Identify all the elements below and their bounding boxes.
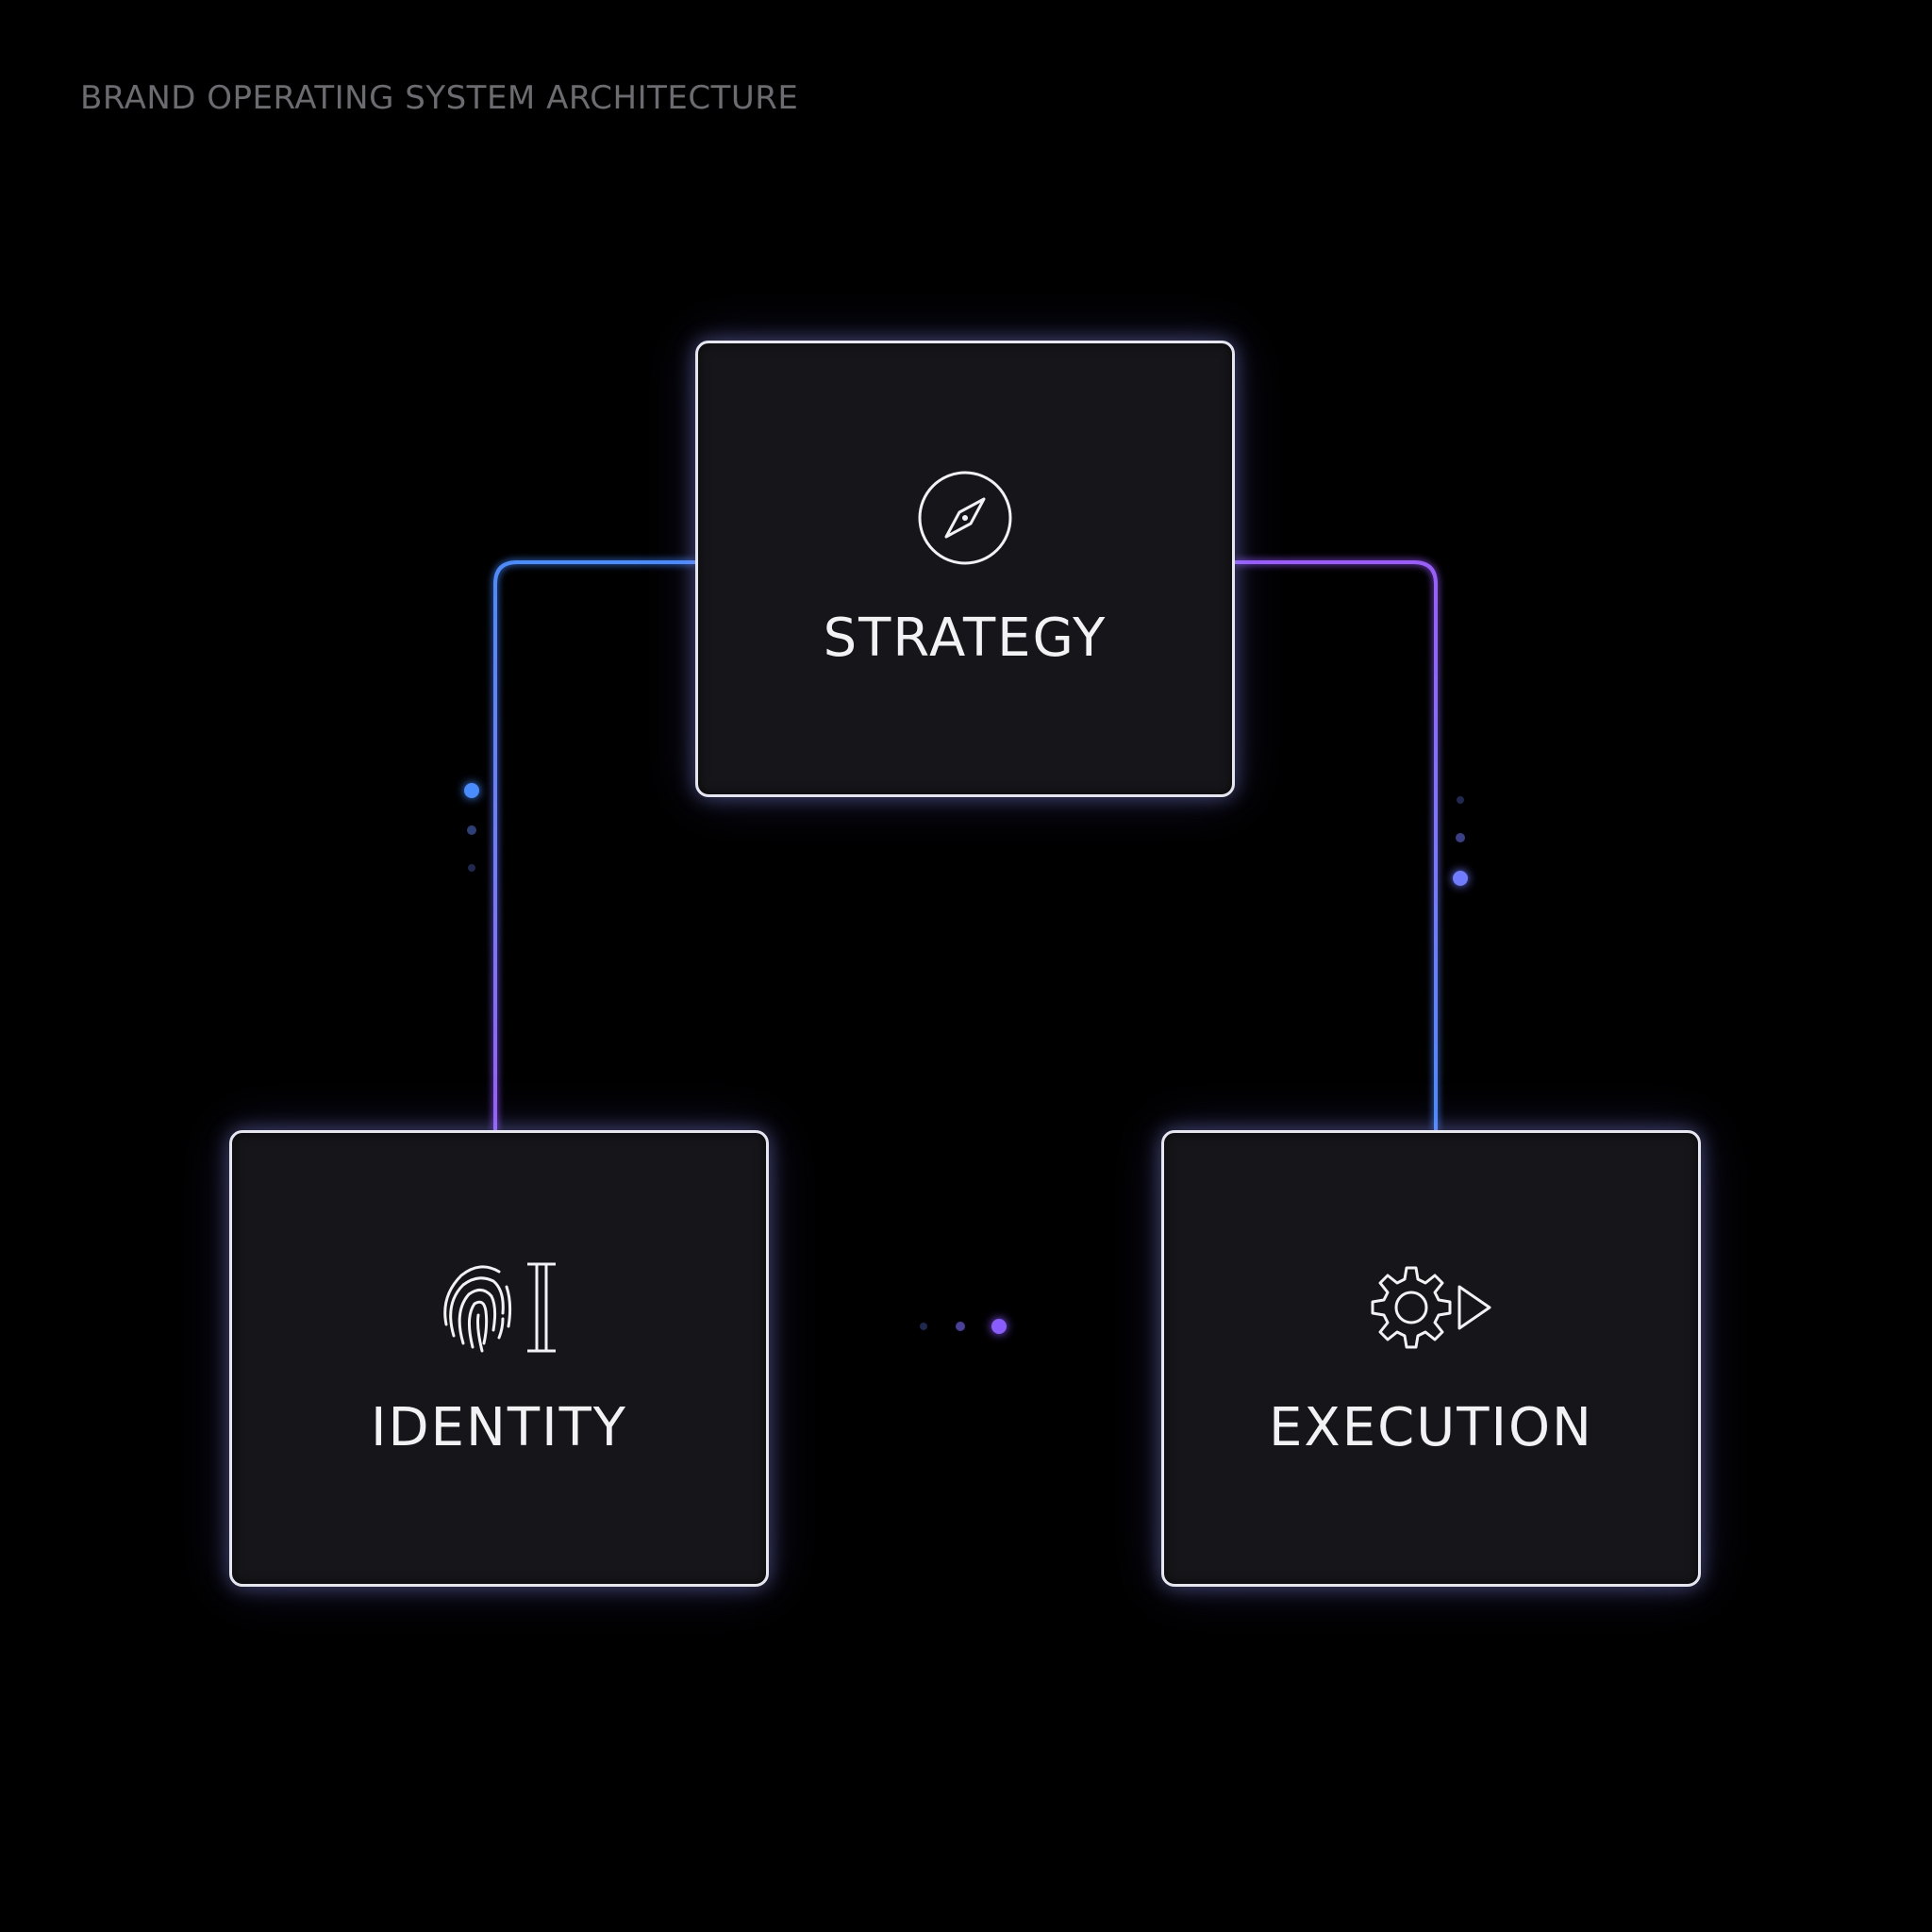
strategy-node[interactable]: STRATEGY <box>695 341 1235 797</box>
page-title: BRAND OPERATING SYSTEM ARCHITECTURE <box>80 79 799 117</box>
flow-dot <box>1456 833 1465 842</box>
execution-label: EXECUTION <box>1269 1397 1593 1458</box>
identity-node[interactable]: IDENTITY <box>229 1130 769 1587</box>
flow-dot <box>1457 796 1464 804</box>
identity-label: IDENTITY <box>370 1397 628 1458</box>
flow-dot <box>991 1319 1007 1334</box>
execution-node[interactable]: EXECUTION <box>1161 1130 1701 1587</box>
flow-dot <box>468 864 475 872</box>
connector-strategy-identity <box>493 560 695 1130</box>
flow-dot <box>464 783 479 798</box>
flow-dot <box>920 1323 927 1330</box>
connector-strategy-execution <box>1235 560 1438 1130</box>
compass-icon <box>698 469 1232 567</box>
flow-dot <box>467 825 476 835</box>
strategy-label: STRATEGY <box>823 608 1108 669</box>
gear-play-icon <box>1164 1258 1698 1357</box>
fingerprint-icon <box>232 1258 766 1357</box>
flow-dot <box>1453 871 1468 886</box>
flow-dot <box>956 1322 965 1331</box>
